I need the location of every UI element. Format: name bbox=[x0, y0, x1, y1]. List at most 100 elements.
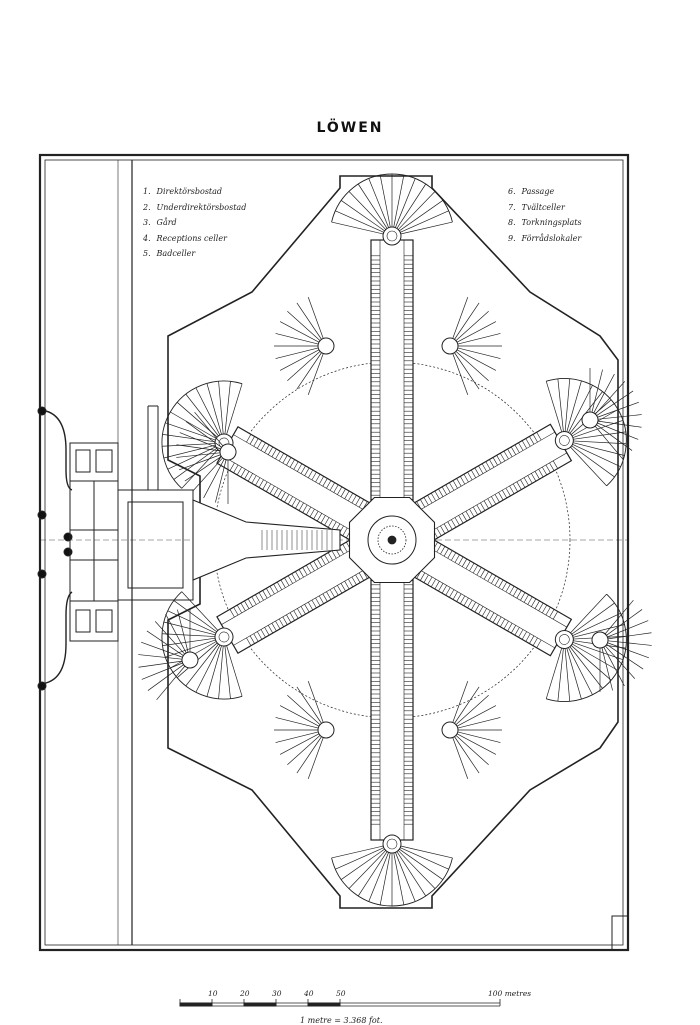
yard-partition bbox=[184, 456, 222, 482]
yard-partition bbox=[167, 610, 219, 635]
yard-partition bbox=[206, 642, 223, 697]
cell-partition bbox=[494, 577, 500, 586]
yard-partition bbox=[147, 664, 184, 691]
exercise-yard bbox=[176, 411, 237, 505]
yard-partition bbox=[218, 642, 224, 699]
observation-post-inner bbox=[386, 838, 398, 850]
cell-partition bbox=[487, 573, 493, 582]
cell-partition bbox=[545, 607, 551, 616]
yard-partition bbox=[565, 380, 582, 435]
yard-partition bbox=[357, 183, 390, 232]
yard-partition bbox=[348, 848, 389, 889]
yard-partition bbox=[568, 593, 607, 636]
cell-partition bbox=[316, 558, 323, 567]
yard-partition bbox=[607, 642, 649, 659]
yard-partition bbox=[138, 660, 183, 668]
yard-partition bbox=[379, 849, 392, 905]
cell-partition bbox=[454, 517, 460, 526]
exercise-yard bbox=[441, 297, 502, 395]
cell-wing bbox=[161, 380, 385, 549]
gate-post bbox=[37, 510, 47, 520]
yard-partition bbox=[181, 591, 221, 633]
yard-partition bbox=[452, 297, 469, 339]
cell-partition bbox=[452, 591, 458, 600]
cell-partition bbox=[489, 612, 495, 621]
yard-partition bbox=[179, 454, 221, 471]
cell-partition bbox=[458, 556, 464, 565]
inner-boundary-wall bbox=[44, 159, 624, 946]
yard-partition bbox=[457, 731, 501, 743]
cell-partition bbox=[308, 469, 314, 478]
yard-partition bbox=[331, 845, 387, 859]
cell-partition bbox=[262, 481, 268, 490]
cell-partition bbox=[309, 508, 315, 518]
cell-partition bbox=[258, 592, 264, 601]
plan-title: LÖWEN bbox=[316, 120, 384, 136]
cell-partition bbox=[503, 620, 509, 630]
gate-curve-bottom bbox=[39, 591, 73, 685]
cell-partition bbox=[311, 599, 317, 609]
yard-partition bbox=[307, 297, 324, 339]
cell-partition bbox=[456, 593, 462, 602]
yard-partition bbox=[331, 221, 387, 235]
yard-partition bbox=[296, 686, 322, 724]
yard-partition bbox=[279, 705, 320, 727]
cell-partition bbox=[344, 581, 350, 590]
cell-partition bbox=[246, 637, 252, 646]
yard-partition bbox=[307, 681, 324, 723]
observation-post bbox=[441, 337, 459, 355]
cell-partition bbox=[438, 583, 444, 592]
yard-partition bbox=[279, 321, 320, 343]
observation-post-inner bbox=[386, 230, 398, 242]
cell-partition bbox=[286, 457, 292, 466]
yard-partition bbox=[335, 210, 387, 234]
cell-partition bbox=[447, 550, 453, 559]
legend-item: 7. Tvältceller bbox=[508, 202, 565, 212]
observation-post bbox=[581, 411, 599, 429]
cell-partition bbox=[318, 595, 324, 604]
observation-post bbox=[591, 631, 609, 649]
yard-partition bbox=[457, 333, 501, 345]
observation-post-inner bbox=[559, 435, 570, 446]
cell-partition bbox=[340, 583, 346, 592]
cell-partition bbox=[278, 453, 284, 462]
yard-partition bbox=[165, 613, 187, 654]
yard-partition bbox=[454, 302, 480, 340]
yard-partition bbox=[154, 621, 185, 655]
entrance-passage bbox=[192, 499, 341, 581]
cell-partition bbox=[255, 477, 261, 486]
cell-wing bbox=[331, 561, 453, 907]
yard-partition bbox=[557, 645, 565, 702]
cell-partition bbox=[534, 600, 540, 609]
cell-partition bbox=[514, 444, 520, 453]
legend-item: 2. Underdirektörsbostad bbox=[143, 202, 247, 212]
legend-right: 6. Passage 7. Tvältceller 8. Torkningspl… bbox=[508, 184, 582, 246]
yard-partition bbox=[455, 735, 489, 766]
cell-partition bbox=[304, 604, 310, 613]
cell-partition bbox=[322, 593, 328, 602]
cell-partition bbox=[315, 474, 321, 483]
yard-partition bbox=[568, 643, 612, 681]
cell-partition bbox=[518, 442, 524, 451]
cell-partition bbox=[236, 466, 242, 476]
cell-partition bbox=[532, 434, 538, 443]
yard-partition bbox=[279, 349, 320, 371]
cell-partition bbox=[483, 500, 489, 509]
yard-partition bbox=[348, 191, 389, 232]
cell-partition bbox=[552, 611, 558, 620]
legend-item: 1. Direktörsbostad bbox=[143, 187, 223, 196]
cell-partition bbox=[275, 450, 281, 460]
cell-partition bbox=[441, 585, 447, 594]
yard-partition bbox=[162, 434, 219, 443]
cell-partition bbox=[525, 633, 531, 642]
cell-partition bbox=[326, 480, 332, 489]
yard-partition bbox=[545, 381, 563, 435]
yard-partition bbox=[455, 310, 489, 341]
observation-post bbox=[317, 337, 335, 355]
cell-partition bbox=[308, 602, 314, 611]
cell-partition bbox=[266, 588, 272, 597]
cell-partition bbox=[273, 583, 279, 593]
cell-partition bbox=[331, 521, 337, 530]
yard-partition bbox=[287, 694, 321, 725]
yard-partition bbox=[454, 352, 480, 390]
